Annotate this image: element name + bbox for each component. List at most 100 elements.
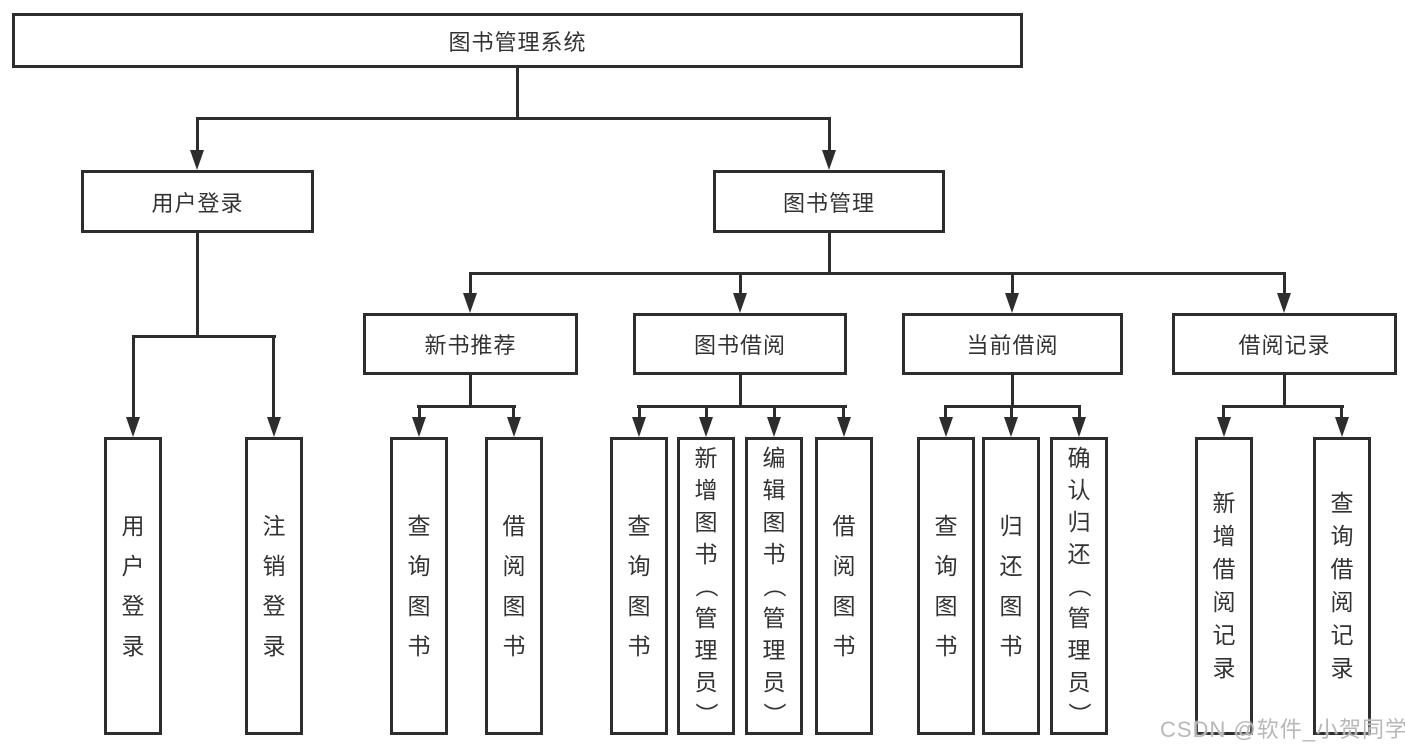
node-new-book-recommendation: 新书推荐 [363, 313, 578, 375]
connector-line [1283, 272, 1286, 293]
vertical-char: 还 [1067, 541, 1091, 567]
vertical-char: 书 [934, 633, 958, 659]
connector-line [469, 272, 472, 293]
vertical-char: 书 [694, 541, 718, 567]
leaf-add-borrow-record-label: 新增借阅记录 [1198, 440, 1250, 732]
arrowhead-down-icon [733, 293, 747, 313]
vertical-char: 归 [1067, 509, 1091, 535]
vertical-char: 录 [121, 633, 145, 659]
connector-line [1222, 405, 1225, 417]
vertical-char: 书 [762, 541, 786, 567]
vertical-char: 借 [1212, 556, 1236, 582]
node-current-borrowing-label: 当前借阅 [966, 333, 1059, 358]
vertical-char: 增 [694, 477, 718, 503]
arrowhead-down-icon [939, 417, 953, 437]
leaf-borrow-books-2: 借阅图书 [815, 437, 873, 735]
vertical-char: 归 [999, 513, 1023, 539]
connector-line [1283, 375, 1286, 405]
arrowhead-down-icon [1277, 293, 1291, 313]
connector-line [739, 375, 742, 405]
leaf-query-borrow-record: 查询借阅记录 [1313, 437, 1371, 735]
leaf-confirm-return-admin: 确认归还（管理员） [1050, 437, 1108, 735]
node-user-login-label: 用户登录 [151, 190, 244, 216]
connector-line [196, 117, 831, 120]
leaf-borrow-books-1: 借阅图书 [485, 437, 543, 735]
leaf-query-borrow-record-label: 查询借阅记录 [1316, 440, 1368, 732]
vertical-char: 确 [1067, 445, 1091, 471]
vertical-char: 图 [934, 593, 958, 619]
leaf-query-books-3-label: 查询图书 [920, 440, 972, 732]
leaf-query-books-3: 查询图书 [917, 437, 975, 735]
node-book-borrowing-label: 图书借阅 [693, 333, 786, 358]
arrowhead-down-icon [267, 417, 281, 437]
connector-line [1078, 405, 1081, 417]
leaf-add-books-admin: 新增图书（管理员） [677, 437, 735, 735]
vertical-char: 理 [1067, 637, 1091, 663]
vertical-char: 录 [1212, 655, 1236, 681]
connector-line [1340, 405, 1343, 417]
connector-line [1011, 272, 1014, 293]
node-borrowing-records: 借阅记录 [1172, 313, 1397, 375]
vertical-char: 理 [762, 637, 786, 663]
vertical-char: 辑 [762, 477, 786, 503]
leaf-query-books-1: 查询图书 [390, 437, 448, 735]
vertical-char: 图 [832, 593, 856, 619]
connector-line [132, 335, 276, 338]
leaf-add-books-admin-label: 新增图书（管理员） [680, 440, 732, 732]
connector-line [272, 335, 275, 417]
leaf-return-books-label: 归还图书 [985, 440, 1037, 732]
vertical-char: 员 [1067, 669, 1091, 695]
vertical-char: 员 [694, 669, 718, 695]
leaf-confirm-return-admin-label: 确认归还（管理员） [1053, 440, 1105, 732]
vertical-char: ） [1066, 702, 1092, 726]
vertical-char: 阅 [502, 553, 526, 579]
csdn-watermark: CSDN @软件_小贺同学 [1160, 717, 1405, 742]
vertical-char: 记 [1212, 622, 1236, 648]
connector-line [417, 405, 516, 408]
vertical-char: 增 [1212, 523, 1236, 549]
vertical-char: 图 [762, 509, 786, 535]
leaf-query-books-2-label: 查询图书 [613, 440, 665, 732]
vertical-char: 编 [762, 445, 786, 471]
connector-line [773, 405, 776, 417]
vertical-char: 图 [502, 593, 526, 619]
arrowhead-down-icon [507, 417, 521, 437]
vertical-char: 阅 [1330, 589, 1354, 615]
vertical-char: 图 [694, 509, 718, 535]
node-book-management: 图书管理 [713, 170, 945, 233]
node-borrowing-records-label: 借阅记录 [1238, 333, 1331, 358]
leaf-borrow-books-2-label: 借阅图书 [818, 440, 870, 732]
vertical-char: 询 [627, 553, 651, 579]
vertical-char: 用 [121, 513, 145, 539]
arrowhead-down-icon [463, 293, 477, 313]
connector-line [1222, 405, 1344, 408]
node-root-label: 图书管理系统 [448, 29, 587, 55]
vertical-char: 录 [262, 633, 286, 659]
node-book-management-label: 图书管理 [782, 190, 875, 216]
vertical-char: 登 [121, 593, 145, 619]
vertical-char: 还 [999, 553, 1023, 579]
arrowhead-down-icon [1072, 417, 1086, 437]
connector-line [512, 405, 515, 417]
connector-line [469, 272, 1286, 275]
leaf-logout-label: 注销登录 [248, 440, 300, 732]
leaf-return-books: 归还图书 [982, 437, 1040, 735]
vertical-char: 管 [762, 605, 786, 631]
leaf-add-borrow-record: 新增借阅记录 [1195, 437, 1253, 735]
connector-line [705, 405, 708, 417]
arrowhead-down-icon [837, 417, 851, 437]
vertical-char: 阅 [832, 553, 856, 579]
connector-line [828, 233, 831, 272]
vertical-char: 查 [627, 513, 651, 539]
connector-line [418, 405, 421, 417]
vertical-char: 登 [262, 593, 286, 619]
leaf-edit-books-admin: 编辑图书（管理员） [745, 437, 803, 735]
vertical-char: 书 [832, 633, 856, 659]
connector-line [1011, 375, 1014, 405]
node-current-borrowing: 当前借阅 [902, 313, 1123, 375]
vertical-char: （ [761, 574, 787, 598]
connector-line [1010, 405, 1013, 417]
connector-line [637, 405, 847, 408]
arrowhead-down-icon [126, 417, 140, 437]
